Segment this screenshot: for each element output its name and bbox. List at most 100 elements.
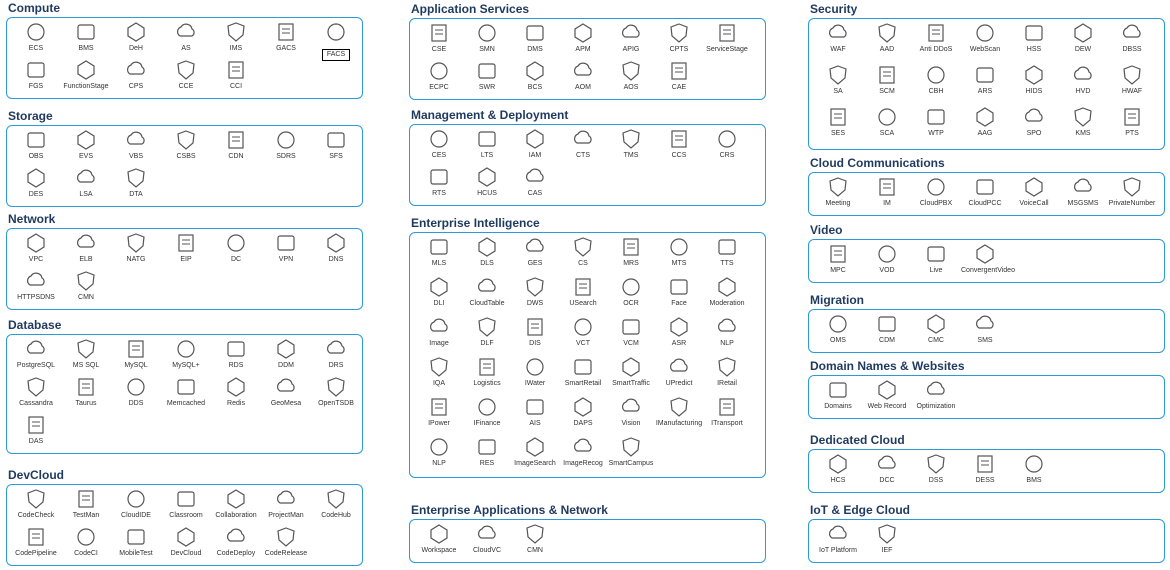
service-kms[interactable]: KMS [1059, 106, 1107, 138]
service-des[interactable]: DES [12, 167, 60, 199]
service-vbs[interactable]: VBS [112, 129, 160, 161]
service-mysql[interactable]: MySQL [112, 338, 160, 370]
service-vod[interactable]: VOD [863, 243, 911, 275]
service-cce[interactable]: CCE [162, 59, 210, 91]
service-moderation[interactable]: Moderation [703, 276, 751, 308]
service-iwater[interactable]: IWater [511, 356, 559, 388]
service-cloudpbx[interactable]: CloudPBX [912, 176, 960, 208]
service-cdn[interactable]: CDN [212, 129, 260, 161]
service-dws[interactable]: DWS [511, 276, 559, 308]
service-sfs[interactable]: SFS [312, 129, 360, 161]
service-das[interactable]: DAS [12, 414, 60, 446]
service-drs[interactable]: DRS [312, 338, 360, 370]
service-nlp[interactable]: NLP [703, 316, 751, 348]
service-facs[interactable]: FACS [312, 21, 360, 61]
service-lsa[interactable]: LSA [62, 167, 110, 199]
service-ars[interactable]: ARS [961, 64, 1009, 96]
service-voicecall[interactable]: VoiceCall [1010, 176, 1058, 208]
service-cs[interactable]: CS [559, 236, 607, 268]
service-logistics[interactable]: Logistics [463, 356, 511, 388]
service-deh[interactable]: DeH [112, 21, 160, 53]
service-csbs[interactable]: CSBS [162, 129, 210, 161]
service-servicestage[interactable]: ServiceStage [703, 22, 751, 54]
service-ces[interactable]: CES [415, 128, 463, 160]
service-ccs[interactable]: CCS [655, 128, 703, 160]
service-hcs[interactable]: HCS [814, 453, 862, 485]
service-imagesearch[interactable]: ImageSearch [511, 436, 559, 468]
service-ges[interactable]: GES [511, 236, 559, 268]
service-gacs[interactable]: GACS [262, 21, 310, 53]
service-smn[interactable]: SMN [463, 22, 511, 54]
service-redis[interactable]: Redis [212, 376, 260, 408]
service-aos[interactable]: AOS [607, 60, 655, 92]
service-aom[interactable]: AOM [559, 60, 607, 92]
service-domains[interactable]: Domains [814, 379, 862, 411]
service-cdm[interactable]: CDM [863, 313, 911, 345]
service-apig[interactable]: APIG [607, 22, 655, 54]
service-cloudvc[interactable]: CloudVC [463, 523, 511, 555]
service-dns[interactable]: DNS [312, 232, 360, 264]
service-smarttraffic[interactable]: SmartTraffic [607, 356, 655, 388]
service-dcc[interactable]: DCC [863, 453, 911, 485]
service-itransport[interactable]: ITransport [703, 396, 751, 428]
service-codedeploy[interactable]: CodeDeploy [212, 526, 260, 558]
service-dew[interactable]: DEW [1059, 22, 1107, 54]
service-privatenumber[interactable]: PrivateNumber [1108, 176, 1156, 208]
service-image[interactable]: Image [415, 316, 463, 348]
service-functionstage[interactable]: FunctionStage [62, 59, 110, 91]
service-sca[interactable]: SCA [863, 106, 911, 138]
service-ims[interactable]: IMS [212, 21, 260, 53]
service-cloudide[interactable]: CloudIDE [112, 488, 160, 520]
service-cpts[interactable]: CPTS [655, 22, 703, 54]
service-crs[interactable]: CRS [703, 128, 751, 160]
service-cmn[interactable]: CMN [62, 270, 110, 302]
service-swr[interactable]: SWR [463, 60, 511, 92]
service-as[interactable]: AS [162, 21, 210, 53]
service-workspace[interactable]: Workspace [415, 523, 463, 555]
service-obs[interactable]: OBS [12, 129, 60, 161]
service-upredict[interactable]: UPredict [655, 356, 703, 388]
service-web-record[interactable]: Web Record [863, 379, 911, 411]
service-cci[interactable]: CCI [212, 59, 260, 91]
service-sdrs[interactable]: SDRS [262, 129, 310, 161]
service-dc[interactable]: DC [212, 232, 260, 264]
service-iot-platform[interactable]: IoT Platform [814, 523, 862, 555]
service-cps[interactable]: CPS [112, 59, 160, 91]
service-hcus[interactable]: HCUS [463, 166, 511, 198]
service-wtp[interactable]: WTP [912, 106, 960, 138]
service-codepipeline[interactable]: CodePipeline [12, 526, 60, 558]
service-taurus[interactable]: Taurus [62, 376, 110, 408]
service-iam[interactable]: IAM [511, 128, 559, 160]
service-cmn[interactable]: CMN [511, 523, 559, 555]
service-imanufacturing[interactable]: IManufacturing [655, 396, 703, 428]
service-cae[interactable]: CAE [655, 60, 703, 92]
service-eip[interactable]: EIP [162, 232, 210, 264]
service-ifinance[interactable]: IFinance [463, 396, 511, 428]
service-dls[interactable]: DLS [463, 236, 511, 268]
service-res[interactable]: RES [463, 436, 511, 468]
service-cbh[interactable]: CBH [912, 64, 960, 96]
service-waf[interactable]: WAF [814, 22, 862, 54]
service-cassandra[interactable]: Cassandra [12, 376, 60, 408]
service-hwaf[interactable]: HWAF [1108, 64, 1156, 96]
service-ais[interactable]: AIS [511, 396, 559, 428]
service-smartcampus[interactable]: SmartCampus [607, 436, 655, 468]
service-mpc[interactable]: MPC [814, 243, 862, 275]
service-asr[interactable]: ASR [655, 316, 703, 348]
service-dss[interactable]: DSS [912, 453, 960, 485]
service-cse[interactable]: CSE [415, 22, 463, 54]
service-codehub[interactable]: CodeHub [312, 488, 360, 520]
service-hids[interactable]: HIDS [1010, 64, 1058, 96]
service-dli[interactable]: DLI [415, 276, 463, 308]
service-cas[interactable]: CAS [511, 166, 559, 198]
service-sa[interactable]: SA [814, 64, 862, 96]
service-vcm[interactable]: VCM [607, 316, 655, 348]
service-rds[interactable]: RDS [212, 338, 260, 370]
service-devcloud[interactable]: DevCloud [162, 526, 210, 558]
service-ecpc[interactable]: ECPC [415, 60, 463, 92]
service-cloudpcc[interactable]: CloudPCC [961, 176, 1009, 208]
service-cts[interactable]: CTS [559, 128, 607, 160]
service-dms[interactable]: DMS [511, 22, 559, 54]
service-hvd[interactable]: HVD [1059, 64, 1107, 96]
service-meeting[interactable]: Meeting [814, 176, 862, 208]
